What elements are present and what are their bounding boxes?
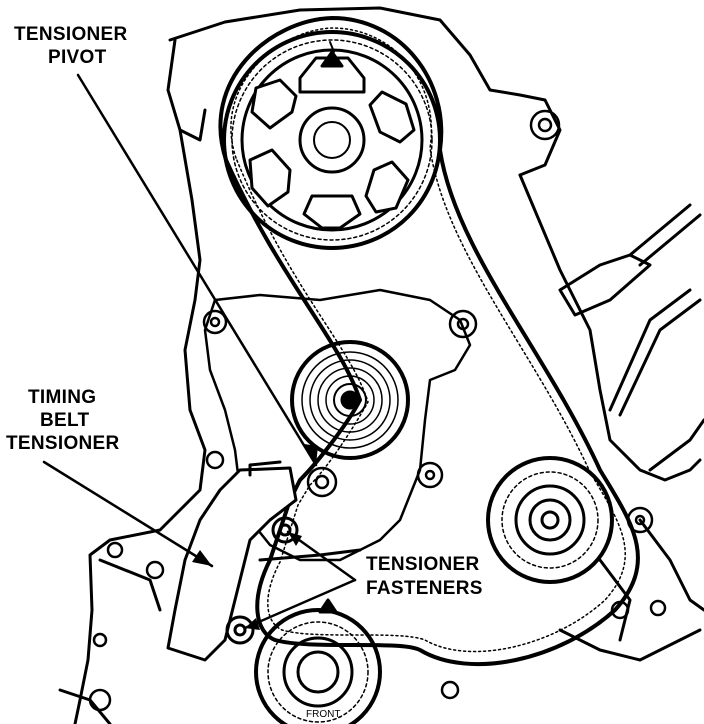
label-timing-belt-tensioner-line1: TIMING (28, 387, 96, 408)
label-tensioner-pivot: TENSIONER PIVOT (14, 24, 128, 68)
front-mark: FRONT (306, 709, 340, 720)
label-tensioner-fasteners-line2: FASTENERS (366, 578, 483, 599)
label-tensioner-pivot-line1: TENSIONER (14, 24, 128, 45)
tensioner-arrowhead (192, 550, 212, 566)
label-timing-belt-tensioner-line3: TENSIONER (6, 433, 120, 454)
camshaft-sprocket (222, 30, 442, 250)
tensioner-pulley (290, 340, 410, 460)
mounting-plate (88, 109, 667, 712)
fastener-arrowhead-lower (245, 618, 260, 630)
engine-block (58, 6, 704, 724)
crankshaft-sprocket (254, 598, 382, 724)
intermediate-sprocket (486, 456, 614, 584)
fastener-leader-lower (243, 578, 357, 630)
side-tube (558, 203, 704, 472)
label-timing-belt-tensioner-line2: BELT (40, 410, 89, 431)
label-tensioner-pivot-line2: PIVOT (48, 47, 107, 68)
label-tensioner-fasteners-line1: TENSIONER (366, 554, 480, 575)
label-timing-belt-tensioner: TIMING BELT TENSIONER (6, 387, 120, 454)
fastener-arrowhead-upper (288, 532, 302, 546)
pivot-leader (76, 73, 318, 467)
pivot-arrowhead (304, 444, 318, 465)
tensioner-leader (42, 460, 214, 568)
label-tensioner-fasteners: TENSIONER FASTENERS (366, 554, 483, 599)
